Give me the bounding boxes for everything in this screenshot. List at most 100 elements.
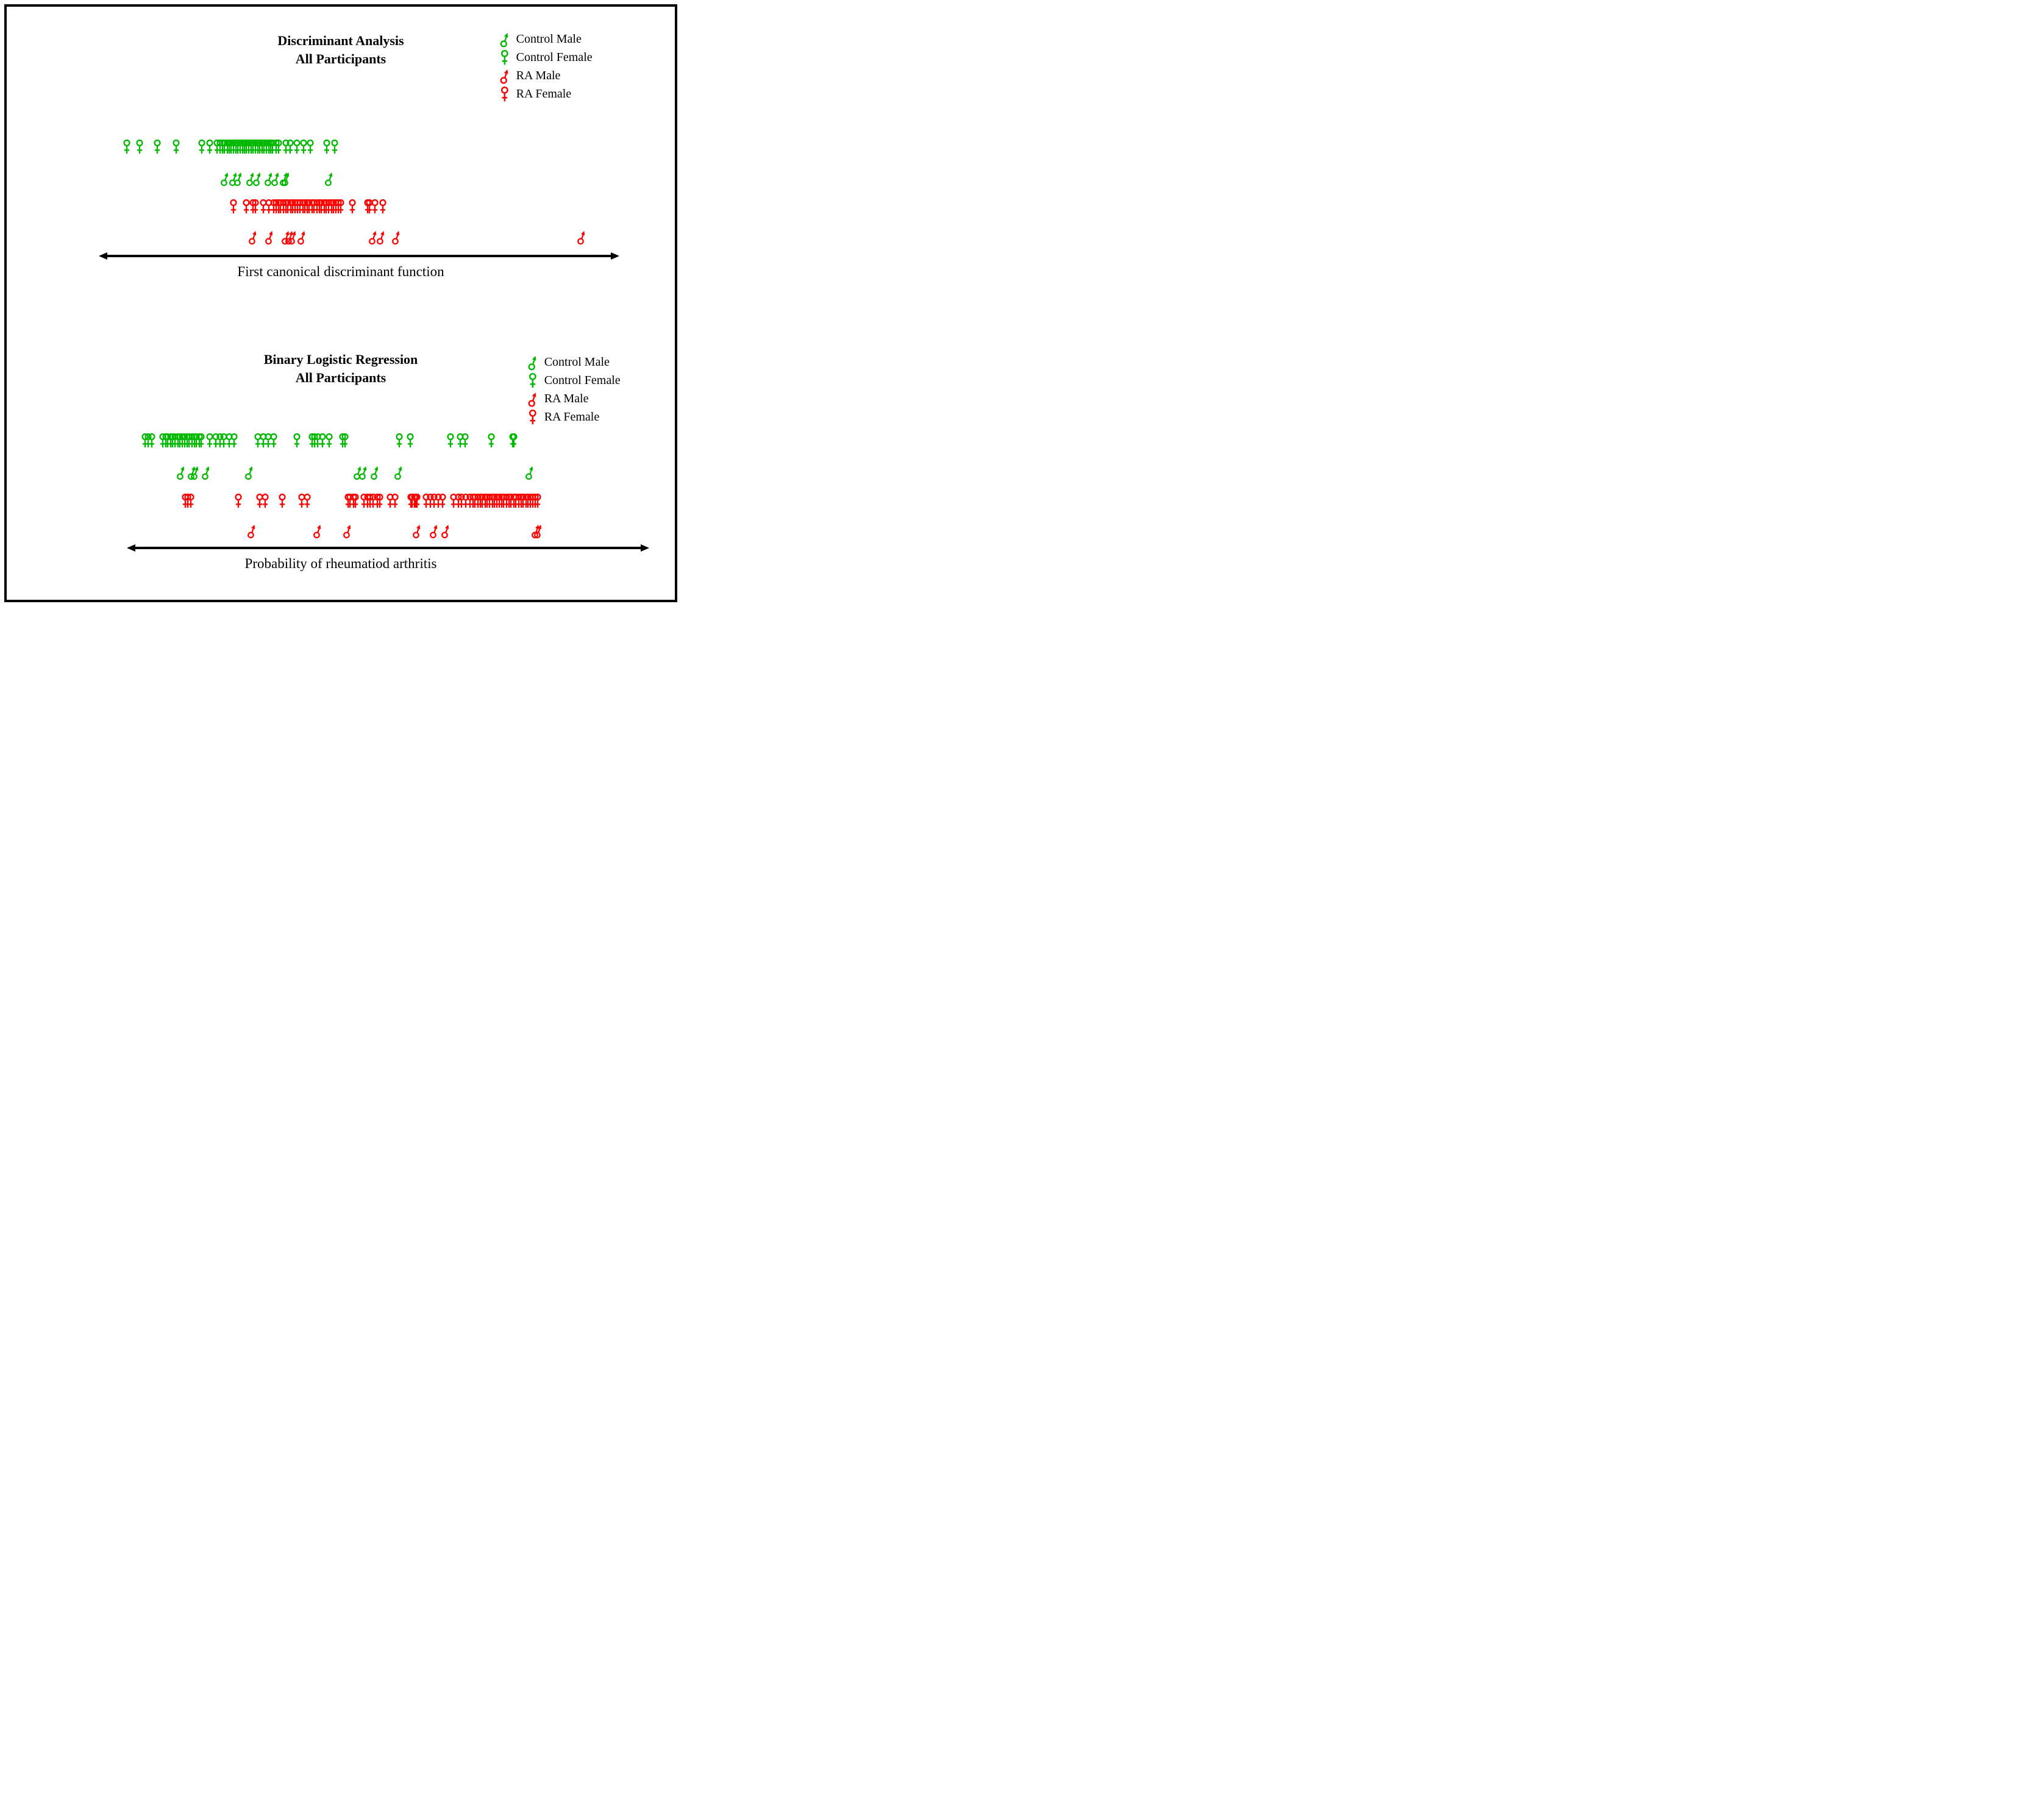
ra-female-symbol (291, 199, 299, 215)
ra-female-symbol (304, 493, 312, 509)
control-female-symbol (238, 139, 246, 155)
control-female-symbol (229, 139, 237, 155)
legend-item-control-female: Control Female (527, 371, 621, 389)
ra-female-symbol (411, 493, 419, 509)
control-female-symbol (234, 139, 242, 155)
ra-female-symbol (495, 493, 503, 509)
ra-female-symbol (505, 493, 513, 509)
control-female-symbol (179, 433, 187, 449)
ra-male-symbol (577, 229, 586, 245)
control-female-symbol (162, 433, 169, 449)
ra-female-symbol (282, 199, 290, 215)
legend-label: RA Male (544, 391, 589, 405)
control-male-symbol (246, 171, 255, 187)
ra-female-symbol (187, 493, 195, 509)
control-female-symbol (166, 433, 174, 449)
top-title-line1: Discriminant Analysis (277, 32, 404, 48)
ra-female-symbol (279, 199, 287, 215)
control-female-symbol (195, 433, 203, 449)
ra-female-symbol (374, 493, 382, 509)
control-male-symbol (234, 171, 243, 187)
control-male-symbol (264, 171, 273, 187)
control-female-symbol (256, 139, 264, 155)
control-male-symbol (177, 464, 186, 480)
ra-female-symbol (454, 493, 462, 509)
control-female-symbol (173, 139, 180, 155)
ra-female-symbol (265, 199, 272, 215)
control-female-symbol (311, 433, 319, 449)
ra-female-symbol (512, 493, 520, 509)
control-female-symbol (299, 139, 307, 155)
control-female-symbol (223, 139, 231, 155)
control-female-symbol (171, 433, 179, 449)
ra-female-symbol (315, 199, 323, 215)
ra-female-symbol (334, 199, 342, 215)
ra-female-symbol (461, 493, 469, 509)
control-female-symbol (193, 433, 201, 449)
ra-female-symbol (329, 199, 337, 215)
ra-female-symbol (296, 199, 304, 215)
ra-female-symbol (360, 493, 368, 509)
control-female-symbol (313, 433, 321, 449)
control-female-symbol (258, 139, 266, 155)
control-female-symbol (249, 139, 257, 155)
ra-male-symbol (285, 229, 294, 245)
control-female-symbol (293, 139, 301, 155)
ra-female-symbol (422, 493, 430, 509)
legend-item-control-male: Control Male (527, 353, 621, 371)
ra-female-symbol (327, 199, 335, 215)
ra-female-symbol (272, 199, 280, 215)
control-female-symbol (220, 433, 228, 449)
control-female-symbol (254, 139, 262, 155)
ra-female-symbol (498, 493, 506, 509)
control-female-symbol (260, 139, 268, 155)
control-female-symbol (225, 139, 233, 155)
top-title-line2: All Participants (295, 51, 386, 66)
control-female-symbol (183, 433, 191, 449)
control-female-symbol (319, 433, 327, 449)
control-female-symbol (308, 433, 316, 449)
control-male-symbol (279, 171, 288, 187)
control-male-symbol (221, 171, 230, 187)
control-female-symbol (123, 139, 131, 155)
ra-female-symbol (410, 493, 418, 509)
control-female-symbol (148, 433, 155, 449)
control-female-symbol (275, 139, 283, 155)
ra-female-symbol (251, 199, 259, 215)
ra-male-symbol (265, 229, 274, 245)
ra-female-symbol (235, 493, 243, 509)
ra-female-symbol (348, 199, 356, 215)
ra-female-symbol (469, 493, 477, 509)
x-axis-arrow-top (99, 252, 619, 260)
ra-female-symbol (337, 199, 345, 215)
ra-female-symbol (458, 493, 466, 509)
control-female-symbol (236, 139, 244, 155)
legend-item-control-male: Control Male (499, 30, 593, 49)
ra-female-symbol (325, 199, 333, 215)
control-female-symbol (247, 139, 255, 155)
ra-female-symbol (243, 199, 251, 215)
legend-label: RA Female (516, 87, 572, 101)
x-axis-arrow-bottom (127, 544, 650, 552)
control-male-symbol (187, 464, 196, 480)
ra-female-symbol (517, 493, 525, 509)
control-male-symbol (282, 171, 291, 187)
x-axis-label-bottom: Probability of rheumatiod arthritis (244, 555, 437, 571)
ra-female-symbol (305, 199, 313, 215)
control-female-symbol (286, 139, 294, 155)
control-male-symbol (244, 464, 254, 480)
ra-female-symbol (502, 493, 510, 509)
ra-female-symbol (527, 493, 535, 509)
ra-female-symbol (346, 493, 354, 509)
control-male-symbol (229, 171, 238, 187)
ra-female-symbol (313, 199, 321, 215)
control-female-symbol (457, 433, 465, 449)
control-male-symbol (191, 464, 200, 480)
control-female-symbol (406, 433, 414, 449)
ra-female-symbol (277, 199, 285, 215)
legend-item-control-female: Control Female (499, 49, 593, 67)
ra-male-symbol (368, 229, 377, 245)
control-female-symbol (487, 433, 495, 449)
control-male-symbol (525, 464, 535, 480)
control-female-symbol (221, 139, 229, 155)
